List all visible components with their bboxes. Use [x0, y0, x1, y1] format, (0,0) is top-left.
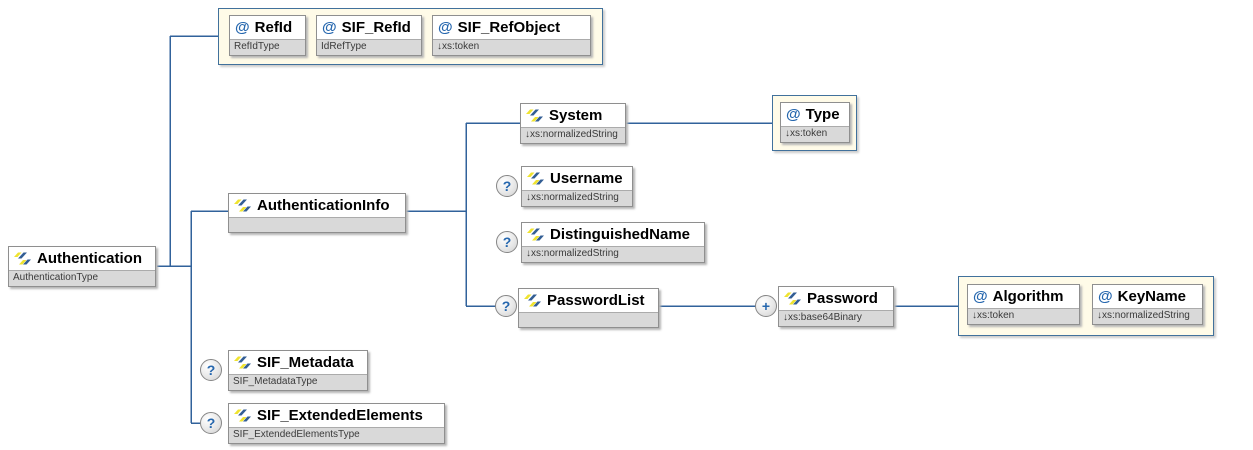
optional-occurrence-badge-passwordlist: ? [495, 295, 517, 317]
repeat-occurrence-badge-password: + [755, 295, 777, 317]
node-title-row: @ Algorithm [968, 285, 1079, 308]
element-type: ↓xs:normalizedString [522, 190, 632, 206]
attribute-icon: @ [786, 106, 801, 123]
attribute-icon: @ [438, 19, 453, 36]
optional-occurrence-badge-sif-metadata: ? [200, 359, 222, 381]
node-sif-extendedelements[interactable]: SIF_ExtendedElements SIF_ExtendedElement… [228, 403, 445, 444]
node-title-row: Authentication [9, 247, 155, 270]
element-name: Password [807, 290, 878, 307]
node-title-row: @ Type [781, 103, 849, 126]
attribute-icon: @ [1098, 288, 1113, 305]
node-passwordlist[interactable]: PasswordList [518, 288, 659, 328]
node-title-row: Username [522, 167, 632, 190]
node-title-row: @ SIF_RefId [317, 16, 421, 39]
attribute-icon: @ [322, 19, 337, 36]
node-attr-refid[interactable]: @ RefId RefIdType [229, 15, 306, 56]
node-sif-metadata[interactable]: SIF_Metadata SIF_MetadataType [228, 350, 368, 391]
node-system[interactable]: System ↓xs:normalizedString [520, 103, 626, 144]
node-username[interactable]: Username ↓xs:normalizedString [521, 166, 633, 207]
node-title-row: @ RefId [230, 16, 305, 39]
element-type: ↓xs:normalizedString [522, 246, 704, 262]
attribute-name: KeyName [1117, 288, 1187, 305]
element-type: AuthenticationType [9, 270, 155, 286]
element-type: SIF_ExtendedElementsType [229, 427, 444, 443]
element-name: System [549, 107, 603, 124]
node-title-row: PasswordList [519, 289, 658, 312]
attribute-type: ↓xs:token [433, 39, 590, 55]
attribute-icon: @ [973, 288, 988, 305]
attribute-name: SIF_RefId [341, 19, 411, 36]
node-authenticationinfo[interactable]: AuthenticationInfo [228, 193, 406, 233]
optional-occurrence-badge-sif-extendedelements: ? [200, 412, 222, 434]
element-name: AuthenticationInfo [257, 197, 390, 214]
attribute-name: Algorithm [992, 288, 1064, 305]
attribute-type: RefIdType [230, 39, 305, 55]
attribute-name: Type [805, 106, 840, 123]
node-distinguishedname[interactable]: DistinguishedName ↓xs:normalizedString [521, 222, 705, 263]
element-name: Username [550, 170, 623, 187]
element-icon [234, 409, 252, 422]
node-attr-sif-refid[interactable]: @ SIF_RefId IdRefType [316, 15, 422, 56]
element-name: PasswordList [547, 292, 645, 309]
node-authentication[interactable]: Authentication AuthenticationType [8, 246, 156, 287]
optional-occurrence-badge-username: ? [496, 175, 518, 197]
node-title-row: DistinguishedName [522, 223, 704, 246]
element-type: SIF_MetadataType [229, 374, 367, 390]
element-icon [784, 292, 802, 305]
node-title-row: AuthenticationInfo [229, 194, 405, 217]
element-type [229, 217, 405, 232]
node-title-row: SIF_ExtendedElements [229, 404, 444, 427]
attribute-icon: @ [235, 19, 250, 36]
node-attr-sif-refobject[interactable]: @ SIF_RefObject ↓xs:token [432, 15, 591, 56]
element-icon [14, 252, 32, 265]
attribute-name: RefId [254, 19, 293, 36]
node-attr-keyname[interactable]: @ KeyName ↓xs:normalizedString [1092, 284, 1203, 325]
node-title-row: SIF_Metadata [229, 351, 367, 374]
node-attr-algorithm[interactable]: @ Algorithm ↓xs:token [967, 284, 1080, 325]
element-icon [234, 356, 252, 369]
node-title-row: System [521, 104, 625, 127]
attribute-name: SIF_RefObject [457, 19, 561, 36]
node-title-row: @ SIF_RefObject [433, 16, 590, 39]
element-icon [527, 228, 545, 241]
element-icon [526, 109, 544, 122]
element-name: SIF_ExtendedElements [257, 407, 423, 424]
element-icon [524, 294, 542, 307]
attribute-type: IdRefType [317, 39, 421, 55]
element-name: SIF_Metadata [257, 354, 354, 371]
attribute-type: ↓xs:token [968, 308, 1079, 324]
optional-occurrence-badge-distinguishedname: ? [496, 231, 518, 253]
element-name: Authentication [37, 250, 142, 267]
element-icon [527, 172, 545, 185]
element-name: DistinguishedName [550, 226, 691, 243]
node-password[interactable]: Password ↓xs:base64Binary [778, 286, 894, 327]
attribute-type: ↓xs:token [781, 126, 849, 142]
element-type [519, 312, 658, 327]
element-type: ↓xs:normalizedString [521, 127, 625, 143]
element-icon [234, 199, 252, 212]
attribute-type: ↓xs:normalizedString [1093, 308, 1202, 324]
node-attr-type[interactable]: @ Type ↓xs:token [780, 102, 850, 143]
node-title-row: @ KeyName [1093, 285, 1202, 308]
node-title-row: Password [779, 287, 893, 310]
element-type: ↓xs:base64Binary [779, 310, 893, 326]
